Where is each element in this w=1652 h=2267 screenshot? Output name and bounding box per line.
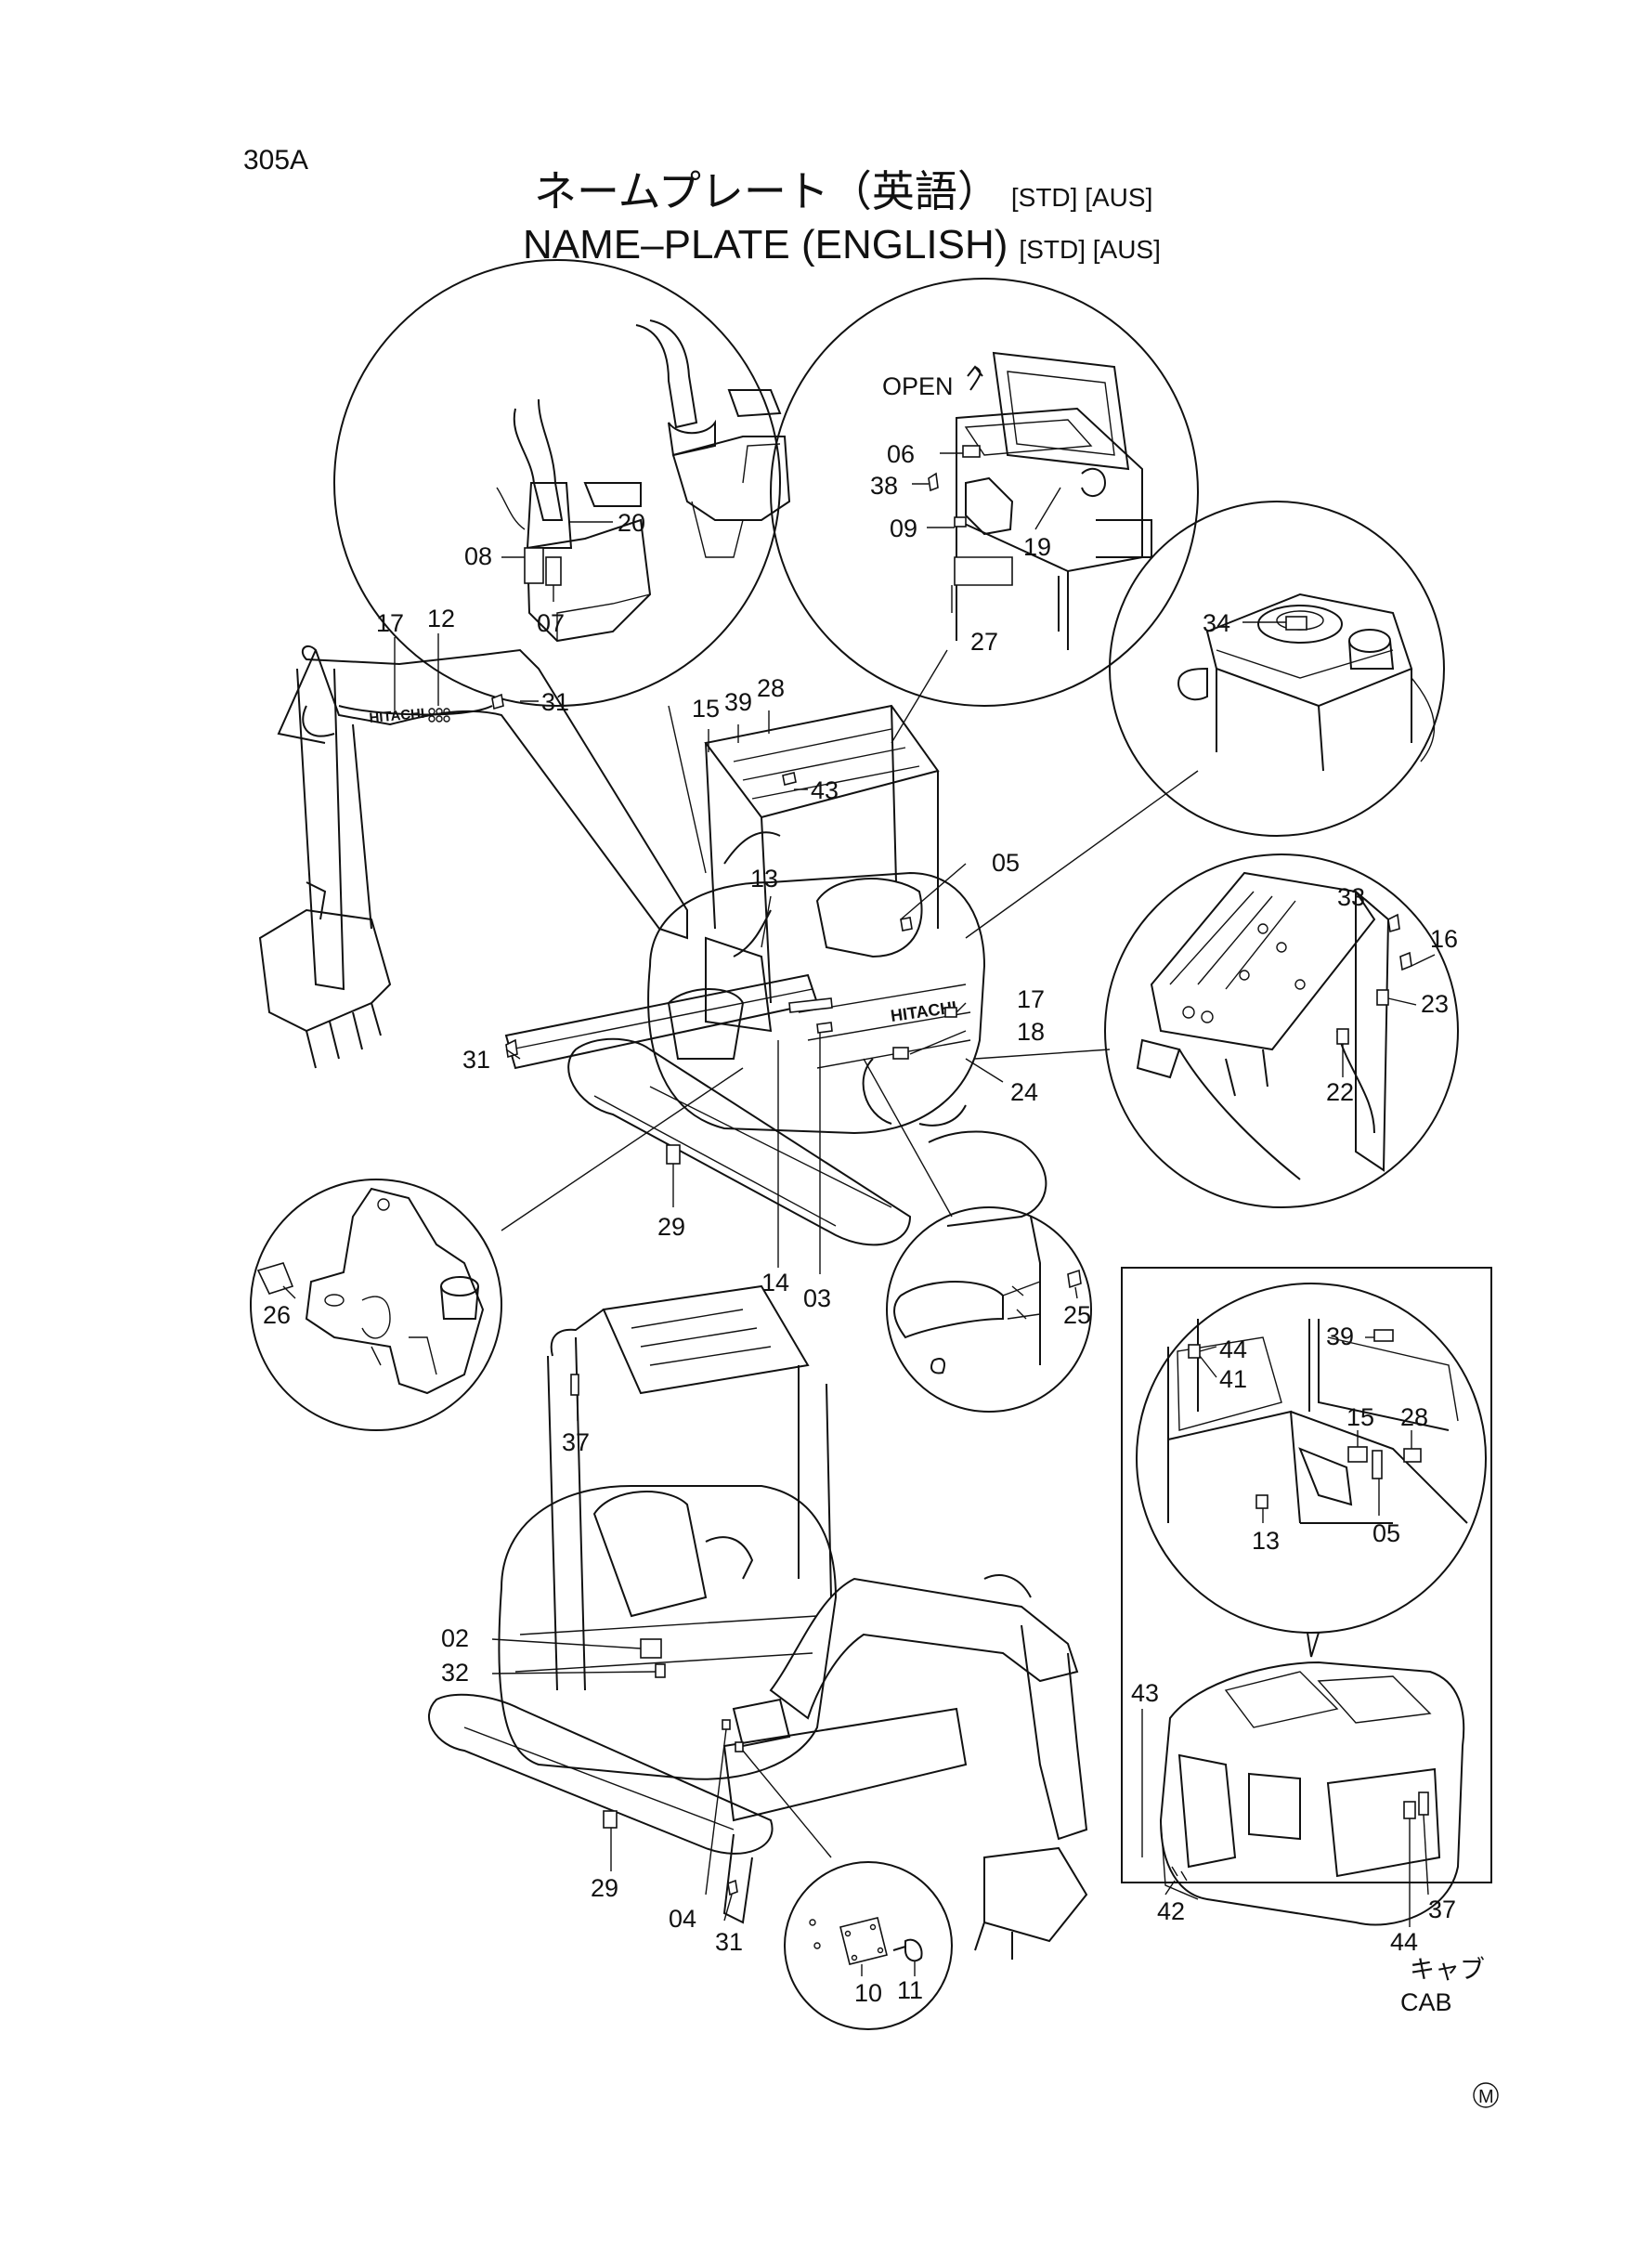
callout-34: 34 [1203, 609, 1230, 637]
callout-13-top: 13 [750, 865, 778, 892]
title-japanese: ネームプレート（英語） [STD] [AUS] [534, 167, 1152, 215]
excavator-rear-view: HITACHI HITACHI [258, 645, 1047, 1246]
title-en-text: NAME–PLATE (ENGLISH) [523, 222, 1008, 267]
callout-13-cab: 13 [1252, 1527, 1280, 1555]
callout-17-boom: 17 [376, 609, 404, 637]
revision-mark: M [1473, 2082, 1499, 2108]
callout-43-top: 43 [811, 776, 839, 804]
title-jp-text: ネームプレート（英語） [534, 167, 1000, 215]
callout-29-bottom: 29 [591, 1874, 618, 1902]
callout-27: 27 [970, 628, 998, 656]
callout-06: 06 [887, 440, 915, 468]
page-code: 305A [243, 145, 308, 176]
callout-05-top: 05 [992, 849, 1020, 877]
title-english: NAME–PLATE (ENGLISH) [STD] [AUS] [523, 222, 1161, 267]
title-en-tags: [STD] [AUS] [1019, 235, 1160, 264]
leaders-main-top [394, 633, 1199, 1274]
callout-16: 16 [1430, 925, 1458, 953]
callout-09: 09 [890, 515, 917, 542]
callout-15-top: 15 [692, 695, 720, 723]
revision-mark-letter: M [1478, 2087, 1494, 2107]
callout-05-cab: 05 [1372, 1519, 1400, 1547]
callout-10: 10 [854, 1979, 882, 2007]
callout-02: 02 [441, 1624, 469, 1652]
callout-44-cab-exterior: 44 [1390, 1928, 1418, 1956]
callout-12: 12 [427, 605, 455, 632]
callout-26: 26 [263, 1301, 291, 1329]
callout-29-top: 29 [657, 1213, 685, 1241]
detail-circle-rear-cover [886, 1206, 1092, 1413]
callout-08: 08 [464, 542, 492, 570]
callout-19: 19 [1023, 533, 1051, 561]
callout-03: 03 [803, 1284, 831, 1312]
leaders-main-bottom [491, 1395, 832, 1922]
boom-decal-dots [428, 708, 450, 723]
callout-23: 23 [1421, 990, 1449, 1018]
callout-22: 22 [1326, 1078, 1354, 1106]
detail-circle-frame [1104, 853, 1459, 1208]
callout-39-cab: 39 [1326, 1322, 1354, 1350]
brand-label-boom: HITACHI [369, 706, 425, 726]
callout-14: 14 [761, 1269, 789, 1296]
callout-38: 38 [870, 472, 898, 500]
callout-31-arm: 31 [541, 688, 569, 716]
callout-04: 04 [669, 1905, 696, 1933]
callout-44-cab-interior: 44 [1219, 1335, 1247, 1363]
callout-28-top: 28 [757, 674, 785, 702]
callout-37-canopy: 37 [562, 1428, 590, 1456]
cab-label-jp: キャブ [1410, 1956, 1485, 1984]
callout-11: 11 [897, 1976, 923, 2004]
callout-31-bottom: 31 [715, 1928, 743, 1956]
callout-15-cab: 15 [1346, 1403, 1374, 1431]
callout-28-cab: 28 [1400, 1403, 1428, 1431]
callout-42: 42 [1157, 1897, 1185, 1925]
callout-32: 32 [441, 1659, 469, 1687]
detail-circle-plate [784, 1861, 953, 2030]
detail-circle-console [250, 1179, 502, 1431]
excavator-front-view [427, 1284, 1088, 1960]
callout-07: 07 [537, 609, 565, 637]
open-label: OPEN [882, 372, 954, 400]
detail-circle-monitor-panel: OPEN [770, 278, 1199, 707]
detail-circle-control-levers [333, 259, 791, 707]
callout-25: 25 [1063, 1301, 1091, 1329]
callout-43-cab: 43 [1131, 1679, 1159, 1707]
callout-33: 33 [1337, 883, 1365, 911]
callout-41: 41 [1219, 1365, 1247, 1393]
detail-circle-tank [1109, 501, 1445, 837]
callout-39-top: 39 [724, 688, 752, 716]
cab-label-en: CAB [1400, 1988, 1452, 2016]
callout-24: 24 [1010, 1078, 1038, 1106]
callout-17-body: 17 [1017, 985, 1045, 1013]
callout-18: 18 [1017, 1018, 1045, 1046]
callout-31-blade: 31 [462, 1046, 490, 1074]
title-jp-tags: [STD] [AUS] [1011, 183, 1152, 212]
callout-37-cab: 37 [1428, 1896, 1456, 1923]
callout-20: 20 [618, 509, 645, 537]
cab-detail-box [1121, 1267, 1492, 1927]
